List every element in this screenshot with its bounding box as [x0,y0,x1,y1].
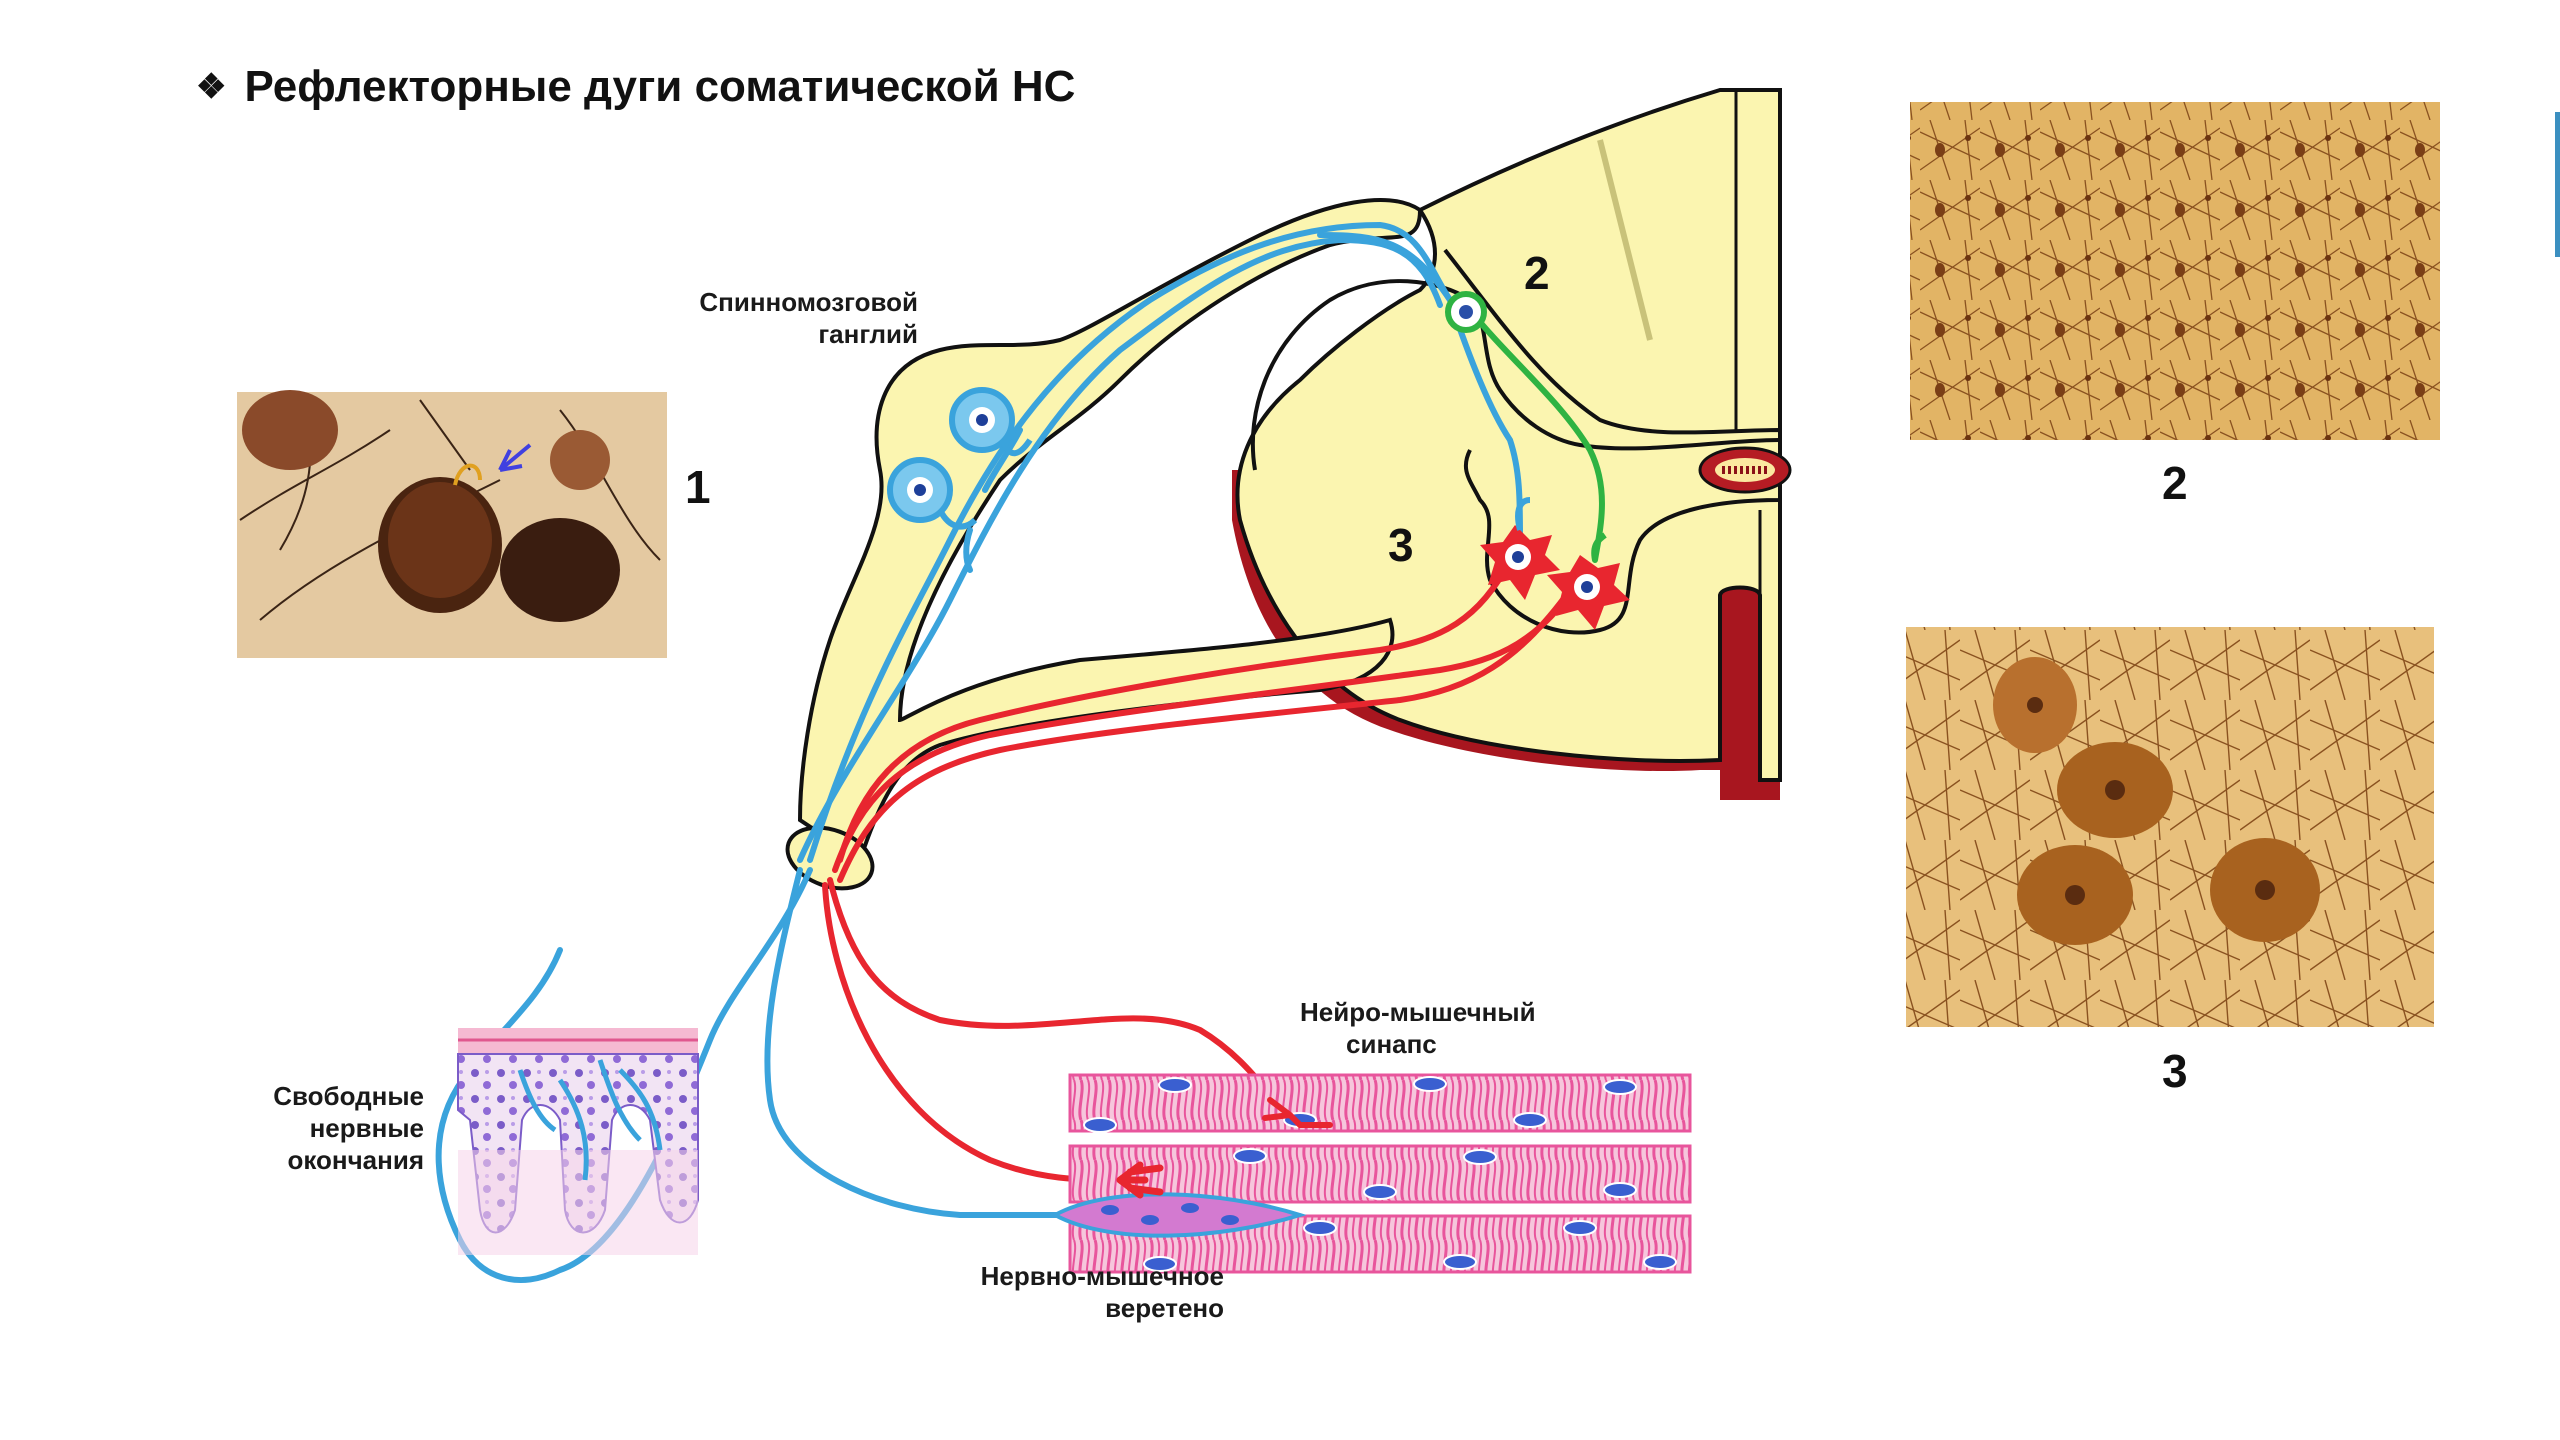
skeletal-muscle [1050,1073,1692,1274]
photo-3-number: 3 [2162,1045,2188,1097]
label-spinal-ganglion: Спинномозговой ганглий [699,287,918,349]
edge-accent-bar [2555,112,2560,257]
diagram-interneuron-number: 2 [1524,247,1550,299]
title-bullet-icon: ❖ [196,68,227,106]
photo-2-tissue [1910,102,2440,440]
photo-2-number: 2 [2162,457,2188,509]
label-free-nerve-endings: Свободные нервные окончания [273,1081,424,1175]
sensory-fibers [435,221,1523,1283]
interneuron-fiber [1467,307,1605,563]
page-title: ❖ Рефлекторные дуги соматической НС [196,62,1075,112]
photo-1-number: 1 [685,461,711,513]
photo-1-ganglion-cell [237,390,667,658]
sensory-neuron-cells [887,387,1033,530]
label-neuromuscular-synapse: Нейро-мышечный синапс [1300,997,1536,1059]
muscle-spindle [1050,1192,1307,1238]
photo-3-motor-neurons [1906,627,2434,1027]
gray-matter-boundary [1443,248,1782,635]
motor-neuron-cells [1480,497,1630,630]
skin-section [457,1028,699,1255]
gray-matter-ventral-horn [1250,279,1781,471]
label-neuromuscular-spindle: Нервно-мышечное веретено [980,1261,1224,1323]
diagram-motor-number: 3 [1388,519,1414,571]
title-text: Рефлекторные дуги соматической НС [244,62,1076,111]
